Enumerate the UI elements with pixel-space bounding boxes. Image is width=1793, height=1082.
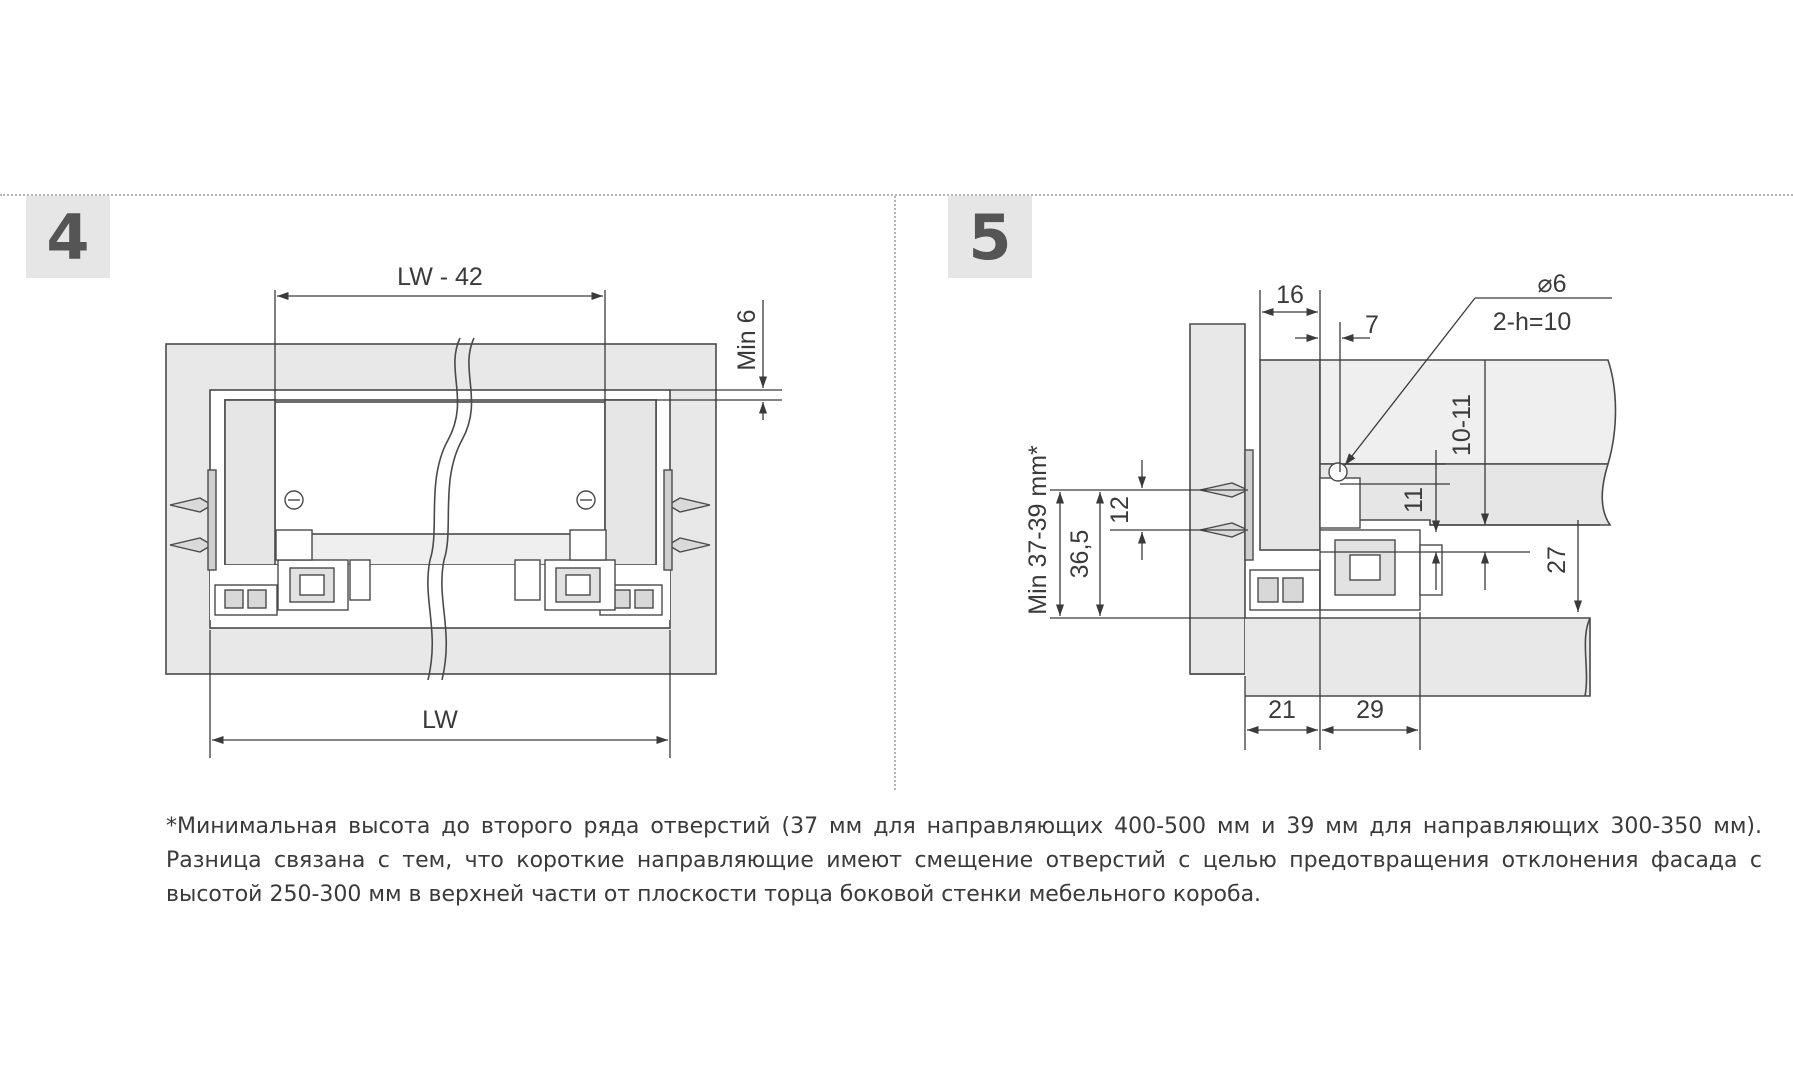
break-line-right — [441, 337, 475, 681]
dim-12 — [1110, 460, 1248, 560]
dim-7 — [1295, 322, 1370, 472]
dim-10-11 — [1320, 360, 1530, 590]
dim-label-12: 12 — [1106, 496, 1134, 524]
diagram-5 — [1189, 323, 1617, 697]
dim-label-36-5: 36,5 — [1066, 530, 1094, 579]
section-divider-horizontal — [0, 194, 1793, 196]
dim-27 — [1430, 520, 1600, 612]
dim-16 — [1259, 290, 1321, 360]
drawer-inner — [274, 401, 606, 535]
drawer-side-right — [604, 399, 657, 566]
runner-5 — [1249, 462, 1443, 611]
dim-min6 — [656, 300, 782, 420]
break-line-left — [427, 337, 461, 681]
dim-label-7: 7 — [1365, 311, 1379, 339]
dim-21-29 — [1244, 560, 1421, 750]
diagram-4 — [165, 343, 717, 675]
drawer-side — [1259, 359, 1321, 551]
dim-label-hole: ⌀6 — [1538, 270, 1567, 298]
screws-4 — [169, 469, 711, 571]
dim-label-21: 21 — [1268, 696, 1296, 724]
dim-label-10-11: 10-11 — [1448, 394, 1476, 456]
drawer-side-left — [224, 399, 276, 566]
runner-left — [214, 490, 371, 616]
drawer-bottom — [1319, 463, 1612, 526]
cabinet-bottom — [1245, 617, 1591, 697]
footnote-text: *Минимальная высота до второго ряда отве… — [166, 814, 1762, 907]
step-4-badge: 4 — [26, 196, 110, 278]
dim-36-5 — [1050, 489, 1245, 619]
dim-label-lw: LW — [422, 706, 458, 734]
dim-label-16: 16 — [1276, 281, 1304, 309]
dim-label-27: 27 — [1543, 546, 1571, 574]
dim-label-min-height: Min 37-39 mm* — [1024, 445, 1052, 615]
runner-right — [514, 490, 663, 616]
step-5-badge: 5 — [948, 196, 1032, 278]
dim-label-29: 29 — [1356, 696, 1384, 724]
dim-label-11: 11 — [1400, 487, 1428, 513]
hole-leader — [1344, 297, 1612, 466]
dim-label-min6: Min 6 — [733, 309, 761, 370]
section-divider-vertical — [894, 196, 896, 790]
dim-label-lw42: LW - 42 — [397, 263, 483, 291]
dim-lw — [209, 630, 671, 758]
cabinet-side-wall — [1189, 323, 1246, 675]
dim-label-hole-depth: 2-h=10 — [1493, 308, 1572, 336]
dim-lw42 — [274, 290, 606, 400]
